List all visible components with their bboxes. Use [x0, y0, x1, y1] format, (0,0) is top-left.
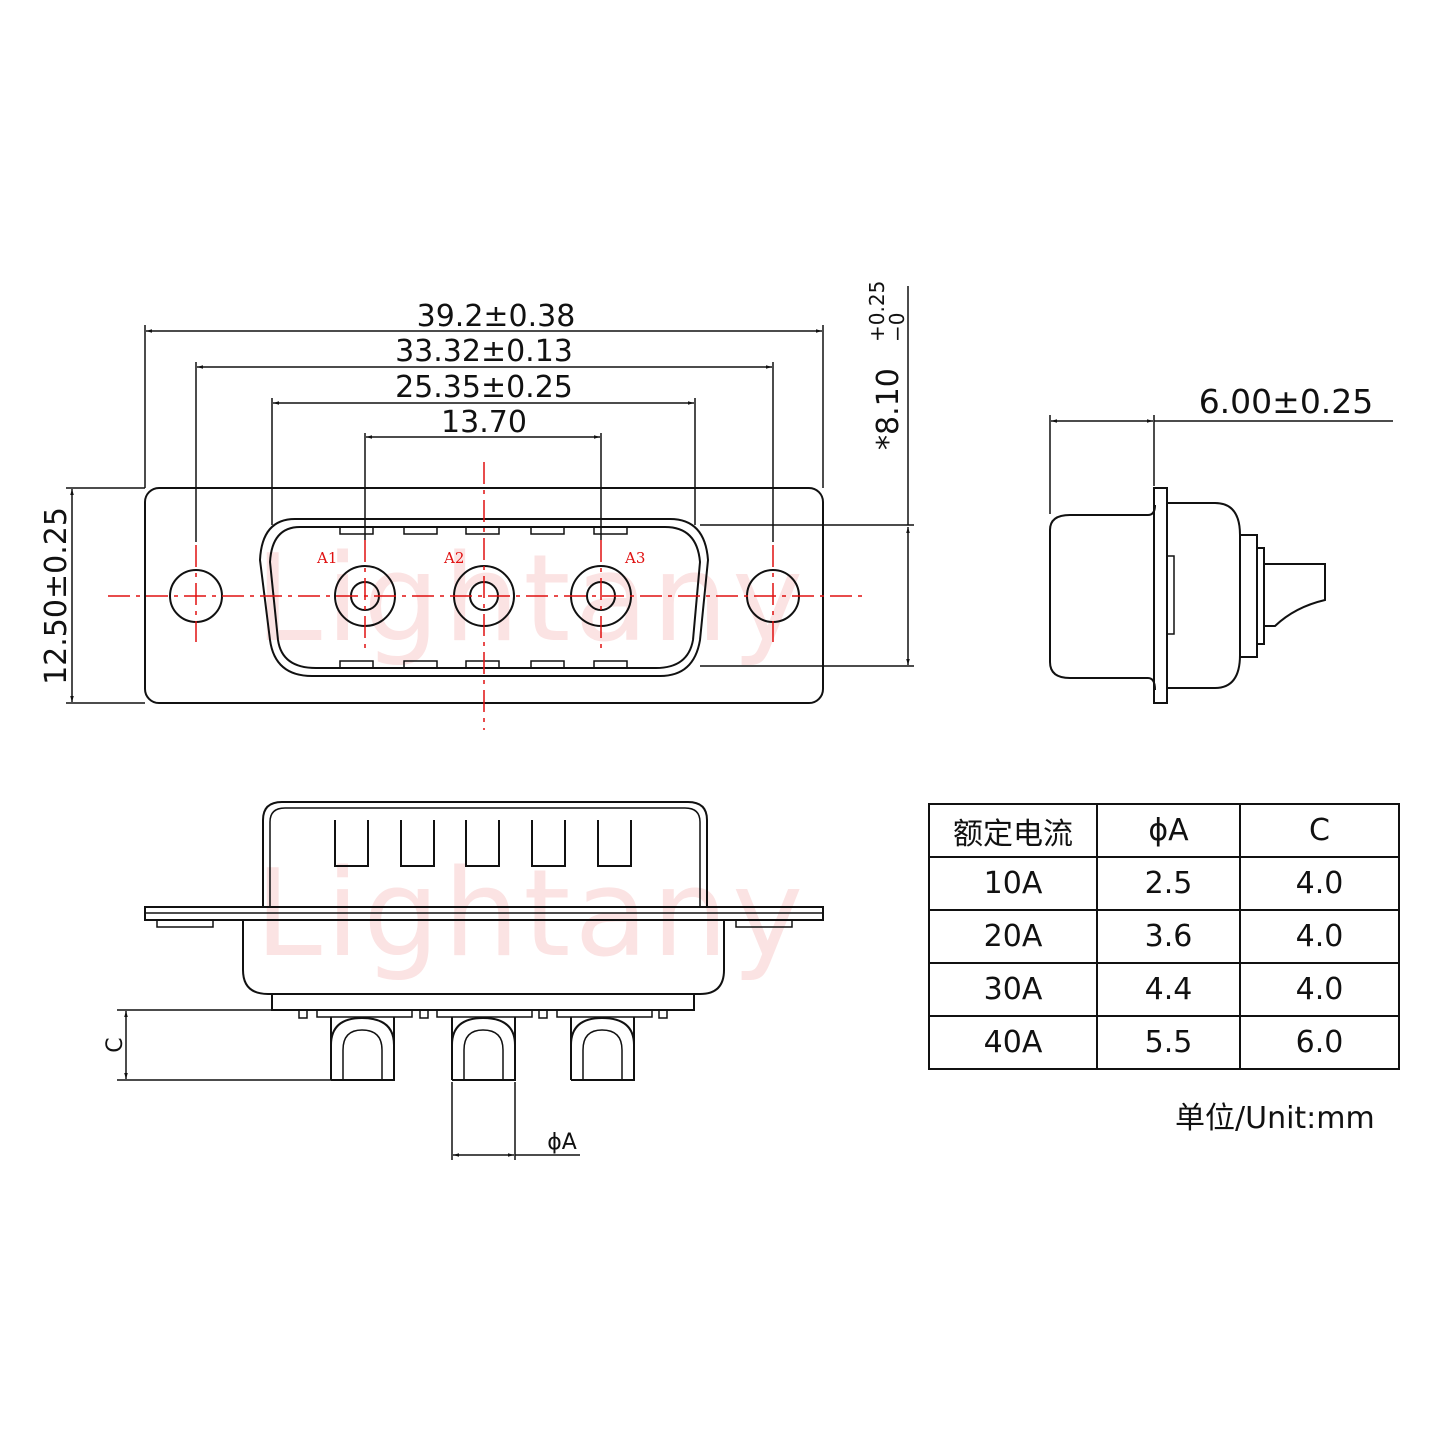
pin-label-a3: A3: [624, 549, 645, 567]
table-row: 40A 5.5 6.0: [928, 1015, 1400, 1070]
contact-slots: [334, 820, 632, 867]
header-phi-a: ϕA: [1096, 803, 1241, 858]
pin-label-a1: A1: [316, 549, 337, 567]
cell-current: 30A: [928, 962, 1098, 1017]
cell-phi-a: 4.4: [1096, 962, 1241, 1017]
dim-depth: 6.00±0.25: [1199, 382, 1374, 421]
header-rated-current: 额定电流: [928, 803, 1098, 858]
spec-table: 额定电流 ϕA C 10A 2.5 4.0 20A 3.6 4.0 30A 4.…: [928, 803, 1400, 1070]
dim-flange-height: 12.50±0.25: [39, 507, 74, 685]
dim-pin-diameter-a: ϕA: [547, 1130, 577, 1155]
side-view: 6.00±0.25: [1049, 382, 1393, 704]
dim-mount-hole-spacing: 33.32±0.13: [395, 334, 573, 369]
cell-current: 20A: [928, 909, 1098, 964]
table-row: 10A 2.5 4.0: [928, 856, 1400, 911]
shell-outer: [258, 518, 710, 677]
dim-shell-height-tol-lower: −0: [885, 313, 909, 342]
side-shell: [1049, 504, 1156, 691]
front-view: A1 A2 A3 39.2±0.38 33.32±0.13 25.35±0.25…: [39, 281, 914, 730]
table-header-row: 额定电流 ϕA C: [928, 803, 1400, 858]
cell-current: 10A: [928, 856, 1098, 911]
top-tabs: [339, 526, 628, 535]
header-c: C: [1239, 803, 1400, 858]
cell-phi-a: 5.5: [1096, 1015, 1241, 1070]
dim-overall-width: 39.2±0.38: [417, 299, 576, 334]
side-flange: [1153, 487, 1168, 704]
unit-note: 单位/Unit:mm: [1175, 1101, 1375, 1136]
bottom-small-tabs: [298, 1009, 668, 1019]
cell-phi-a: 3.6: [1096, 909, 1241, 964]
dim-pin-spacing: 13.70: [441, 405, 527, 440]
bottom-pins: [330, 1016, 635, 1081]
bottom-view: C ϕA: [103, 801, 824, 1160]
shell-inner: [268, 526, 702, 669]
watermark-front: Lightany: [255, 530, 807, 669]
cell-c: 4.0: [1239, 909, 1400, 964]
cell-c: 4.0: [1239, 962, 1400, 1017]
dim-shell-width: 25.35±0.25: [395, 370, 573, 405]
bottom-shell-top: [262, 801, 708, 907]
table-row: 30A 4.4 4.0: [928, 962, 1400, 1017]
watermark-bottom: Lightany: [255, 845, 807, 984]
cell-c: 6.0: [1239, 1015, 1400, 1070]
dim-shell-height: *8.10: [871, 368, 906, 450]
dim-shell-height-tol-upper: +0.25: [865, 281, 889, 342]
dim-pin-length-c: C: [103, 1037, 128, 1052]
cell-c: 4.0: [1239, 856, 1400, 911]
table-row: 20A 3.6 4.0: [928, 909, 1400, 964]
side-body: [1167, 502, 1241, 689]
cell-phi-a: 2.5: [1096, 856, 1241, 911]
pin-label-a2: A2: [443, 549, 464, 567]
bottom-tabs: [339, 660, 628, 669]
side-pin-tail: [1264, 563, 1326, 627]
cell-current: 40A: [928, 1015, 1098, 1070]
